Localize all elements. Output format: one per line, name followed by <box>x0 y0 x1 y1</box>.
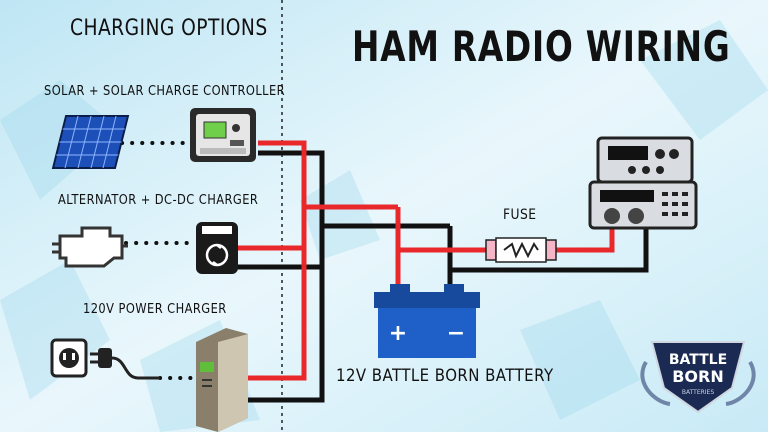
battery-positive-symbol: + <box>389 321 407 346</box>
fuse-icon <box>485 237 557 263</box>
engine-icon <box>52 226 128 268</box>
power-charger-icon <box>196 328 248 432</box>
negative-wires <box>237 150 649 403</box>
logo-text-line-3: BATTERIES <box>682 389 715 396</box>
battle-born-logo: BATTLE BORN BATTERIES <box>640 341 756 414</box>
positive-wires <box>237 140 615 381</box>
logo-text-line-1: BATTLE <box>669 352 727 368</box>
fuse-label: FUSE <box>503 207 537 223</box>
battery-negative-symbol: − <box>447 321 465 346</box>
ham-radio-icon <box>588 136 698 230</box>
page-title: HAM RADIO WIRING <box>352 22 731 71</box>
dc-dc-charger-icon <box>196 222 238 274</box>
battery-label: 12V BATTLE BORN BATTERY <box>336 366 554 386</box>
solar-panel-icon <box>51 115 130 169</box>
charging-options-heading: CHARGING OPTIONS <box>70 16 268 41</box>
wall-outlet-plug-icon <box>50 338 160 380</box>
solar-charge-controller-icon <box>190 108 256 162</box>
power-charger-option-label: 120V POWER CHARGER <box>83 302 227 317</box>
logo-text-line-2: BORN <box>672 367 724 386</box>
solar-option-label: SOLAR + SOLAR CHARGE CONTROLLER <box>44 84 286 99</box>
battery-icon: + − <box>374 284 480 358</box>
alternator-option-label: ALTERNATOR + DC-DC CHARGER <box>58 193 259 208</box>
source-dotted-links <box>120 141 197 380</box>
